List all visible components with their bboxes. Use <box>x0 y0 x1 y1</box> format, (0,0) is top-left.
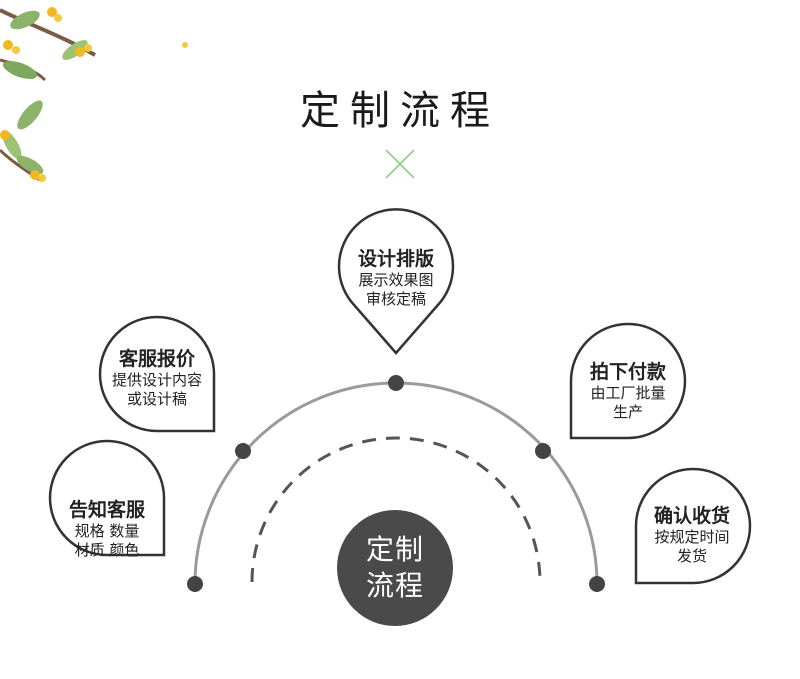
step-dot-3 <box>388 375 404 391</box>
step-detail-2: 发货 <box>676 547 707 565</box>
step-detail-1: 提供设计内容 <box>111 371 202 389</box>
step-detail-2: 生产 <box>612 403 643 421</box>
step-heading: 确认收货 <box>653 505 730 527</box>
step-detail-1: 按规定时间 <box>654 528 730 546</box>
step-heading: 设计排版 <box>357 248 434 270</box>
step-detail-2: 审核定稿 <box>365 290 426 308</box>
step-detail-2: 材质 颜色 <box>74 541 140 559</box>
step-5: 确认收货 按规定时间 发货 <box>629 504 755 566</box>
cross-icon <box>385 149 415 179</box>
bubble-step-5 <box>634 467 752 585</box>
step-detail-1: 展示效果图 <box>358 271 434 289</box>
bubble-step-2 <box>98 315 216 433</box>
step-heading: 拍下付款 <box>589 361 666 383</box>
step-heading: 客服报价 <box>118 348 195 370</box>
step-detail-2: 或设计稿 <box>126 390 187 408</box>
bubble-step-4 <box>569 322 687 440</box>
step-detail-1: 规格 数量 <box>74 522 140 540</box>
center-line-1: 定制 <box>365 533 424 566</box>
step-heading: 告知客服 <box>68 499 145 521</box>
center-label: 定制 流程 <box>337 510 453 626</box>
step-dot-1 <box>187 576 203 592</box>
step-2: 客服报价 提供设计内容 或设计稿 <box>94 347 220 409</box>
step-4: 拍下付款 由工厂批量 生产 <box>565 360 691 422</box>
center-circle <box>337 510 453 626</box>
step-3: 设计排版 展示效果图 审核定稿 <box>333 247 459 309</box>
step-dot-5 <box>589 576 605 592</box>
bubble-step-1 <box>48 439 166 557</box>
step-1: 告知客服 规格 数量 材质 颜色 <box>44 498 170 560</box>
inner-dashed-arc <box>250 436 542 583</box>
center-line-2: 流程 <box>365 569 424 602</box>
branch-decoration <box>0 7 188 182</box>
bubble-step-3 <box>337 208 455 355</box>
step-dot-2 <box>235 443 251 459</box>
page-title: 定制流程 <box>300 88 500 134</box>
step-dot-4 <box>535 443 551 459</box>
step-detail-1: 由工厂批量 <box>590 384 666 402</box>
